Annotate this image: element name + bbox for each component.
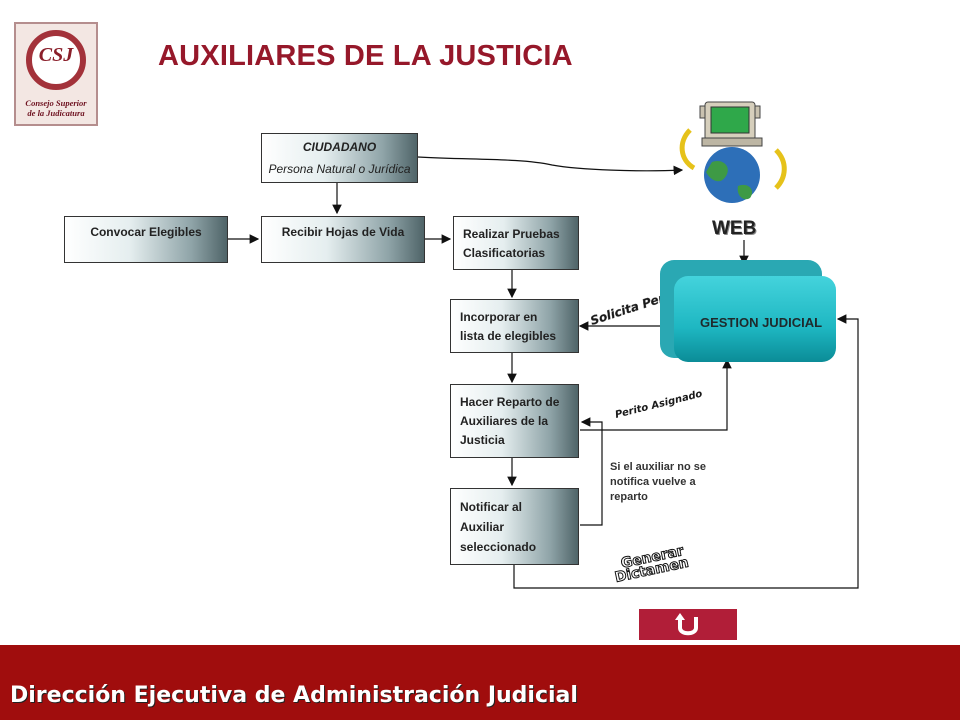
incorporar-line-2: lista de elegibles xyxy=(460,329,557,343)
logo-line-1: Consejo Superior xyxy=(25,98,87,108)
realizar-line-1: Realizar Pruebas xyxy=(463,227,560,241)
logo-line-2: de la Judicatura xyxy=(27,108,85,118)
node-notificar: Notificar al Auxiliar seleccionado xyxy=(450,488,579,565)
node-ciudadano: CIUDADANO Persona Natural o Jurídica xyxy=(261,133,418,183)
notificar-line-3: seleccionado xyxy=(460,540,537,554)
notificar-line-2: Auxiliar xyxy=(460,520,505,534)
label-perito-asignado: Perito Asignado xyxy=(614,389,704,421)
ciudadano-title: CIUDADANO xyxy=(302,140,377,154)
note-line-2: notifica vuelve a xyxy=(610,476,696,488)
incorporar-line-1: Incorporar en xyxy=(460,310,538,324)
note-line-3: reparto xyxy=(610,491,648,503)
gestion-label: GESTION JUDICIAL xyxy=(699,314,823,330)
note-line-1: Si el auxiliar no se xyxy=(610,461,706,473)
logo-mark: CSJ xyxy=(38,44,74,66)
node-incorporar: Incorporar en lista de elegibles xyxy=(450,299,579,353)
reparto-note: Si el auxiliar no se notifica vuelve a r… xyxy=(610,460,740,505)
node-gestion-judicial: GESTION JUDICIAL xyxy=(674,276,836,362)
ciudadano-subtitle: Persona Natural o Jurídica xyxy=(268,162,411,176)
reparto-line-3: Justicia xyxy=(460,433,505,447)
logo-caption: Consejo Superior de la Judicatura xyxy=(18,98,94,118)
csj-logo: CSJ Consejo Superior de la Judicatura xyxy=(14,22,98,126)
node-recibir: Recibir Hojas de Vida xyxy=(261,216,425,263)
node-realizar: Realizar Pruebas Clasificatorias xyxy=(453,216,579,270)
reparto-line-1: Hacer Reparto de xyxy=(460,395,560,409)
footer-text: Dirección Ejecutiva de Administración Ju… xyxy=(10,683,578,708)
reparto-line-2: Auxiliares de la xyxy=(460,414,549,428)
notificar-line-1: Notificar al xyxy=(460,500,523,514)
link-notificar-reparto xyxy=(580,417,603,526)
realizar-line-2: Clasificatorias xyxy=(463,246,546,260)
node-reparto: Hacer Reparto de Auxiliares de la Justic… xyxy=(450,384,579,458)
convocar-label: Convocar Elegibles xyxy=(90,225,202,239)
computer-globe-icon xyxy=(679,101,787,203)
node-convocar: Convocar Elegibles xyxy=(64,216,228,263)
link-reparto-gestion xyxy=(580,358,732,431)
recibir-label: Recibir Hojas de Vida xyxy=(281,225,405,239)
logo-ring xyxy=(26,30,86,90)
link-ciudadano-web xyxy=(409,151,684,176)
web-label: WEB xyxy=(712,218,757,239)
return-arrow-icon xyxy=(675,613,698,636)
page-title: AUXILIARES DE LA JUSTICIA xyxy=(158,40,573,72)
return-button[interactable] xyxy=(639,609,737,640)
footer-bar: Dirección Ejecutiva de Administración Ju… xyxy=(0,645,960,720)
link-notificar-gestion xyxy=(513,314,859,589)
